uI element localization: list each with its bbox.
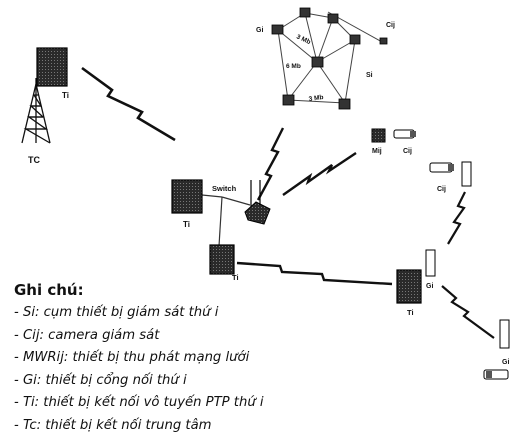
camera-icon bbox=[393, 129, 416, 139]
cij-cluster-label: Cij bbox=[386, 22, 395, 29]
wire-switch-to-lower-ti bbox=[218, 196, 223, 247]
ti-right-box bbox=[396, 269, 422, 304]
camera-icon bbox=[483, 369, 509, 380]
si-cluster bbox=[271, 7, 388, 110]
gi-label-mid: Gi bbox=[426, 283, 433, 290]
legend-item: - Cij: camera giám sát bbox=[14, 327, 160, 343]
wire-switch-to-router bbox=[221, 196, 251, 206]
mij-label: Mij bbox=[372, 148, 382, 155]
legend: Ghi chú: - Si: cụm thiết bị giám sát thứ… bbox=[14, 281, 314, 438]
gateway-device bbox=[425, 249, 436, 277]
router-icon bbox=[244, 180, 271, 225]
si-label: Si bbox=[366, 72, 373, 79]
legend-list: - Si: cụm thiết bị giám sát thứ i - Cij:… bbox=[14, 302, 314, 438]
switch-label: Switch bbox=[212, 184, 237, 193]
wireless-link-gi-to-gi bbox=[441, 285, 495, 339]
wireless-link-tc-to-ti bbox=[81, 66, 176, 142]
ti-top-label: Ti bbox=[62, 91, 69, 100]
wireless-link-switch-to-cluster bbox=[256, 127, 285, 201]
legend-item: - Ti: thiết bị kết nối vô tuyến PTP thứ … bbox=[14, 395, 264, 411]
rate-label-side: 6 Mb bbox=[286, 63, 301, 70]
ti-right-label: Ti bbox=[407, 308, 414, 317]
mesh-node-icons bbox=[271, 7, 388, 110]
mij-device bbox=[371, 128, 386, 143]
wireless-link-ti-to-ti bbox=[236, 261, 393, 286]
gateway-device bbox=[461, 161, 472, 187]
legend-item: - Gi: thiết bị cổng nối thứ i bbox=[14, 372, 187, 388]
gi-cluster-label: Gi bbox=[256, 27, 263, 34]
rate-label-bottom: 3 Mb bbox=[308, 94, 324, 103]
wireless-link-cij-to-gi bbox=[447, 191, 466, 245]
wire-ti-to-switch bbox=[201, 194, 223, 198]
tc-tower bbox=[21, 78, 51, 144]
camera-icon bbox=[429, 162, 454, 173]
ti-lower-label: Ti bbox=[232, 273, 239, 282]
tc-label: TC bbox=[28, 155, 40, 165]
ti-switch-label: Ti bbox=[183, 220, 190, 229]
gateway-device bbox=[499, 319, 510, 349]
wireless-link-switch-to-mij bbox=[282, 152, 357, 196]
legend-item: - Si: cụm thiết bị giám sát thứ i bbox=[14, 305, 219, 320]
rate-label-top: 3 Mb bbox=[295, 33, 311, 46]
legend-title: Ghi chú: bbox=[14, 281, 84, 299]
cij-label-mid: Cij bbox=[403, 148, 412, 155]
ti-lower-box bbox=[209, 244, 235, 275]
legend-item: - Tc: thiết bị kết nối trung tâm bbox=[14, 417, 212, 433]
legend-item: - MWRij: thiết bị thu phát mạng lưới bbox=[14, 350, 250, 366]
ti-switch-box bbox=[171, 179, 203, 214]
gi-label-bottom: Gi bbox=[502, 359, 509, 366]
cij-label-right: Cij bbox=[437, 186, 446, 193]
ti-top-box bbox=[36, 47, 68, 87]
